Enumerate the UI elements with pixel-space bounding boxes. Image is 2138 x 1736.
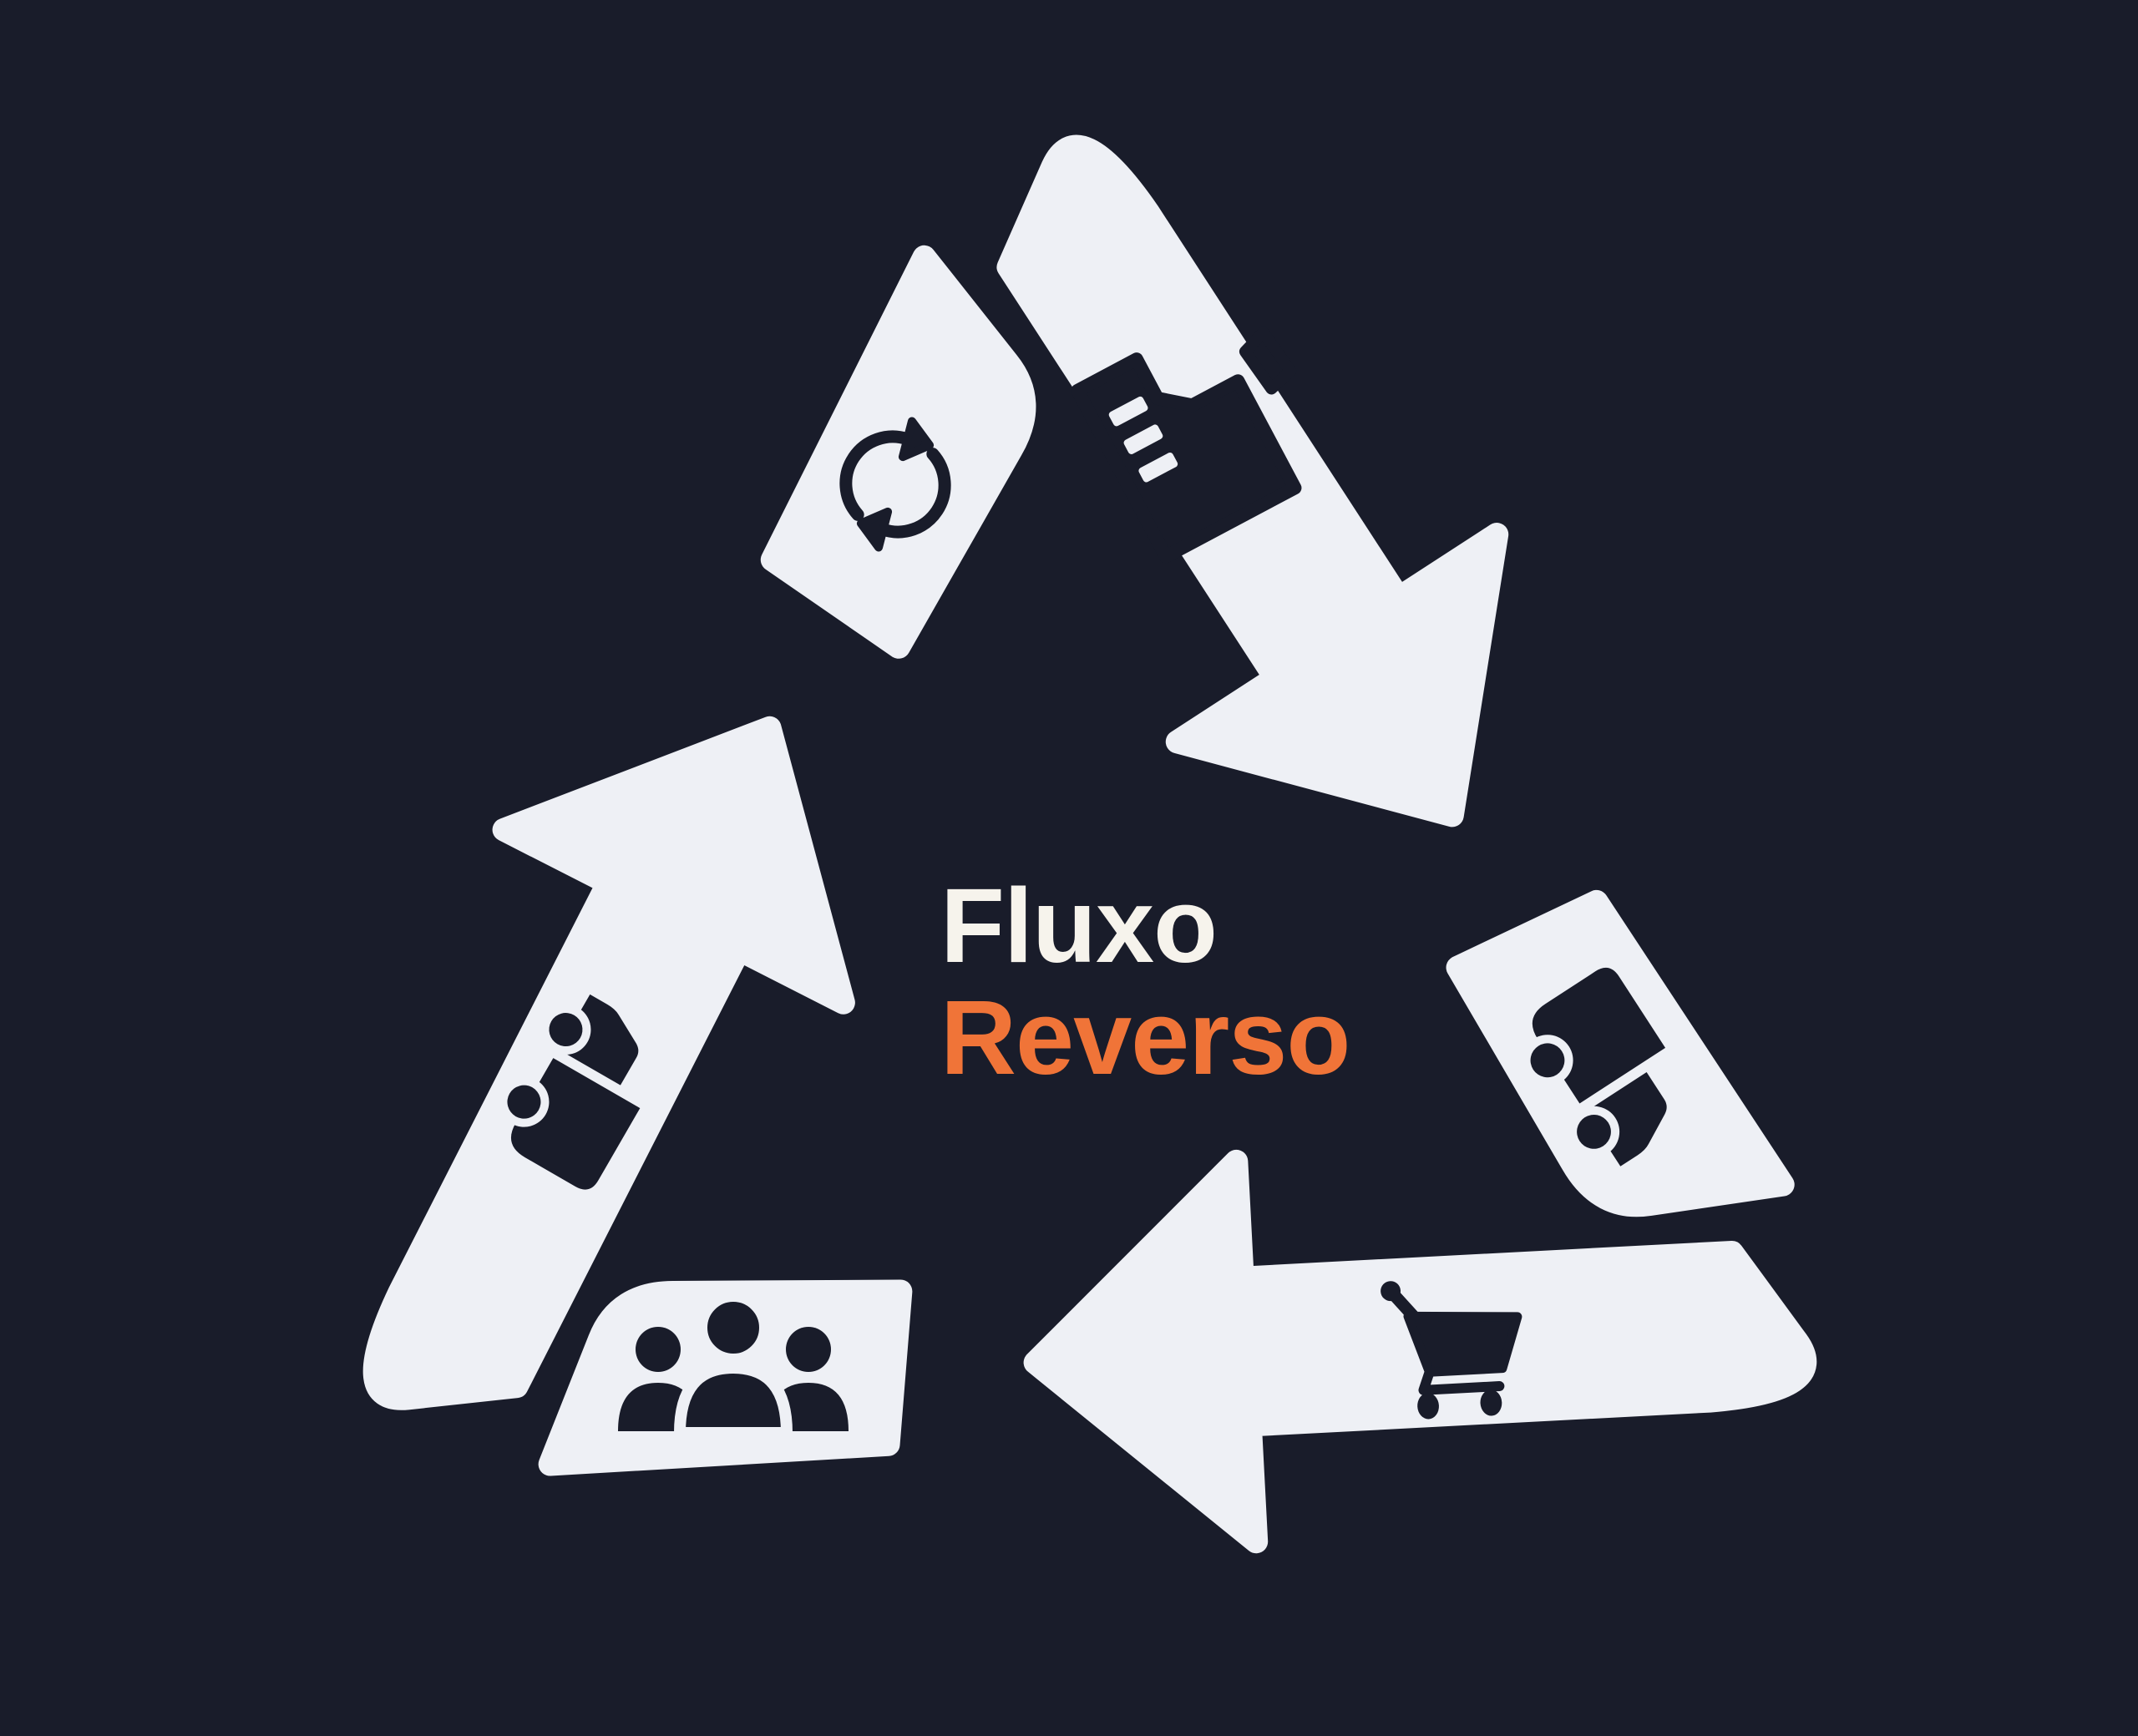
shopping-cart-icon — [1381, 1281, 1522, 1420]
cart-basket — [1403, 1311, 1522, 1377]
person-side-head — [786, 1327, 831, 1372]
sync-arc-bottom — [856, 448, 951, 552]
factory-window-slat — [1123, 424, 1163, 454]
person-center-head — [696, 1290, 771, 1365]
truck-wheel — [1568, 1106, 1620, 1157]
truck-wheel — [540, 1005, 591, 1055]
person-side-head — [636, 1327, 681, 1372]
logo-line-1: Fluxo — [940, 867, 1217, 984]
factory-window-slat — [1138, 452, 1178, 483]
logo-line-2: Reverso — [940, 979, 1350, 1096]
factory-chimney — [1239, 326, 1297, 395]
sync-arc-top — [839, 417, 935, 521]
arrow-top-bend-piece — [760, 245, 1036, 659]
factory-icon — [1071, 326, 1302, 564]
truck-icon — [1522, 967, 1667, 1167]
people-icon — [618, 1290, 849, 1439]
cart-frame — [1418, 1367, 1505, 1395]
truck-wheel — [1522, 1035, 1573, 1086]
cart-wheel — [1417, 1393, 1439, 1420]
cart-wheel — [1480, 1389, 1502, 1416]
person-center-body — [673, 1361, 793, 1439]
truck-wheel — [499, 1076, 550, 1127]
factory-window-slat — [1108, 396, 1148, 427]
sync-icon — [839, 417, 951, 552]
truck-icon — [499, 994, 641, 1190]
